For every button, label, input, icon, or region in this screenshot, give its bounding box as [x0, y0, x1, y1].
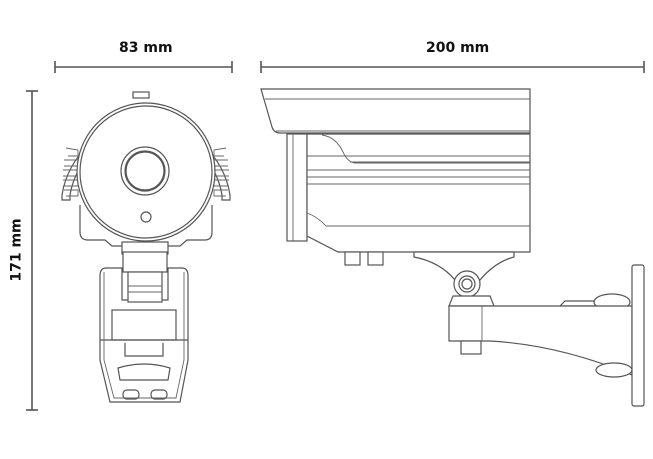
pivot-joint: [453, 270, 481, 298]
lens-icon: [120, 146, 170, 196]
heat-fins-left: [63, 147, 79, 197]
front-bracket: [99, 251, 189, 403]
front-view: [61, 91, 231, 403]
bracket-arm: [448, 305, 633, 376]
bracket-nut: [460, 340, 482, 355]
housing-face: [76, 102, 216, 242]
width-dimension-line: [54, 61, 233, 73]
length-dimension-line: [260, 61, 645, 73]
mount-hole: [122, 389, 140, 400]
heat-fins-right: [213, 147, 229, 197]
wall-plate: [631, 264, 645, 407]
mount-hole: [150, 389, 168, 400]
side-sun-shield: [260, 88, 531, 134]
length-dimension-label: 200 mm: [426, 40, 490, 56]
shield-clip: [132, 91, 150, 99]
side-view: [260, 88, 645, 407]
width-dimension-label: 83 mm: [119, 40, 173, 56]
ir-led-icon: [140, 211, 152, 223]
cable-gland: [367, 251, 384, 266]
front-bezel: [286, 133, 308, 242]
housing-body: [306, 133, 531, 253]
height-dimension-line: [26, 90, 38, 411]
cable-gland: [344, 251, 361, 266]
